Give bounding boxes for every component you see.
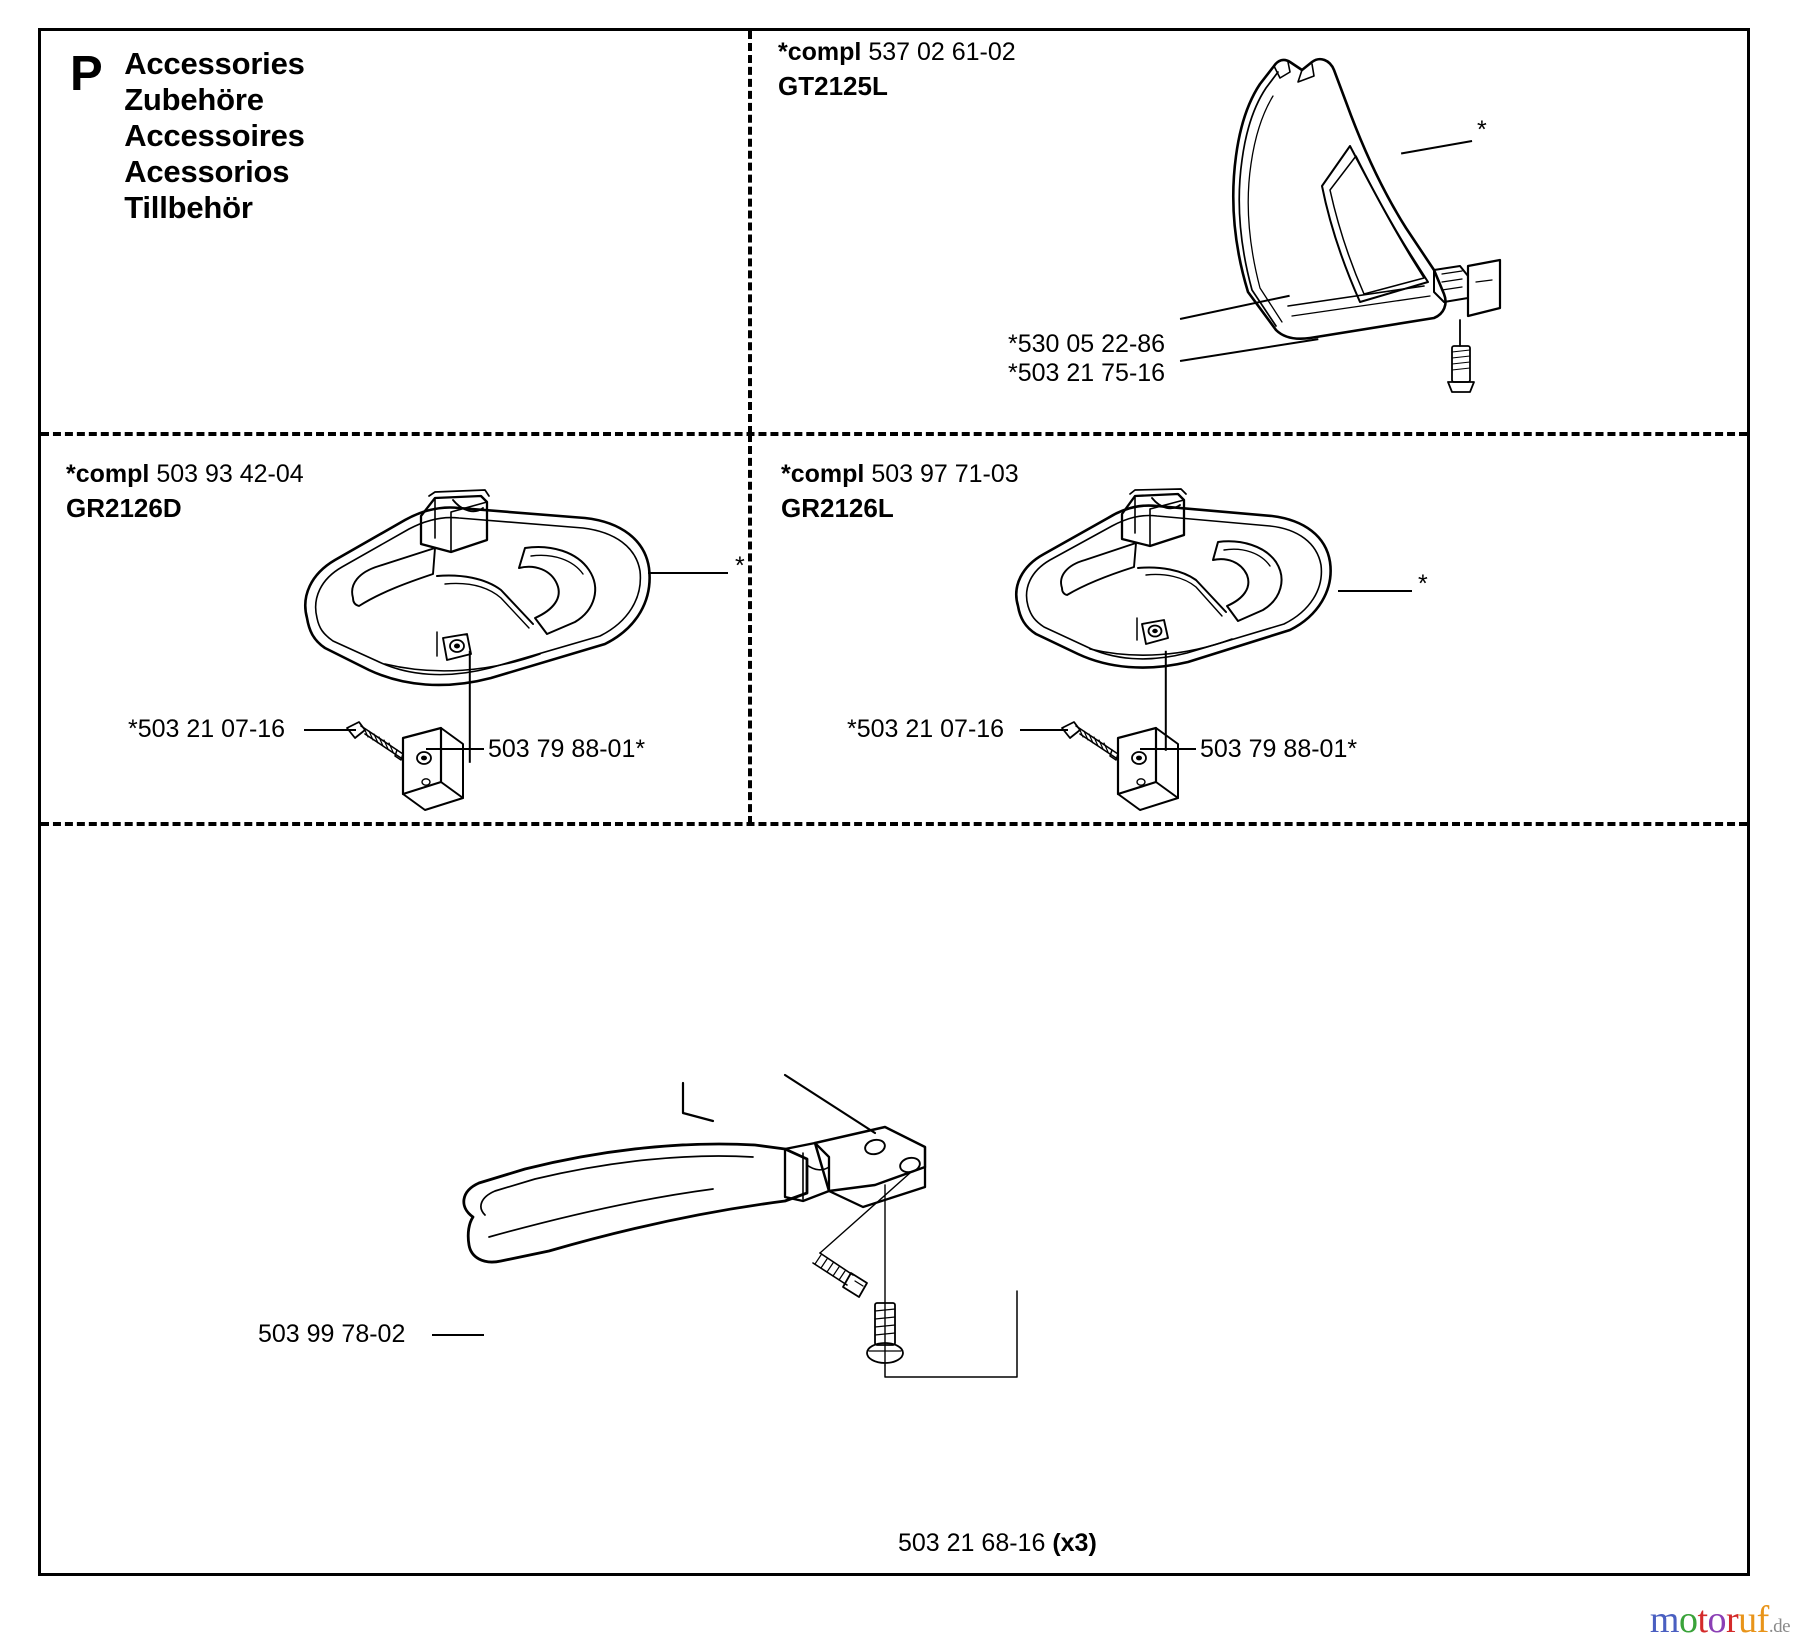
watermark-letter-4: r	[1726, 1599, 1739, 1641]
mid-left-compl-label: *compl 503 93 42-04	[66, 458, 304, 490]
mid-right-callout-1-leader	[1140, 748, 1196, 750]
watermark-letter-6: f	[1756, 1599, 1770, 1641]
top-right-model: GT2125L	[778, 71, 888, 101]
mid-right-model: GR2126L	[781, 493, 894, 523]
title-sv: Tillbehör	[124, 190, 253, 226]
title-fr: Accessoires	[124, 118, 305, 154]
title-pt: Acessorios	[124, 154, 290, 190]
top-right-compl-label: *compl 537 02 61-02	[778, 36, 1016, 68]
divider-bottom-horizontal	[41, 822, 1747, 826]
mid-left-assembly-drop-line	[469, 650, 471, 763]
mid-right-assembly-drop-line	[1165, 650, 1167, 751]
watermark-letter-3: o	[1707, 1599, 1727, 1641]
bottom-screw-callout: 503 21 68-16 (x3)	[898, 1527, 1097, 1559]
mid-right-callout-0: *503 21 07-16	[847, 715, 1005, 743]
top-right-guard-star-marker: *	[1477, 116, 1487, 144]
top-right-callout-0: *530 05 22-86	[1008, 330, 1166, 358]
title-en: Accessories	[124, 46, 305, 81]
divider-mid-vertical	[748, 434, 752, 824]
compl-keyword: *compl	[781, 460, 865, 488]
page-title: Accessories Zubehöre Accessoires Acessor…	[124, 46, 305, 227]
section-letter: P	[70, 47, 103, 101]
watermark-letter-5: u	[1738, 1599, 1757, 1641]
mid-right-callout-1: 503 79 88-01*	[1200, 735, 1358, 763]
mid-left-callout-0: *503 21 07-16	[128, 715, 286, 743]
mid-left-callout-0-leader	[304, 729, 356, 731]
watermark-logo: motoruf.de	[1649, 1599, 1791, 1641]
top-right-callout-1: *503 21 75-16	[1008, 359, 1166, 387]
mid-left-model: GR2126D	[66, 493, 182, 523]
mid-right-compl-label: *compl 503 97 71-03	[781, 458, 1019, 490]
compl-keyword: *compl	[66, 460, 150, 488]
divider-top-horizontal	[41, 432, 1747, 436]
page-title-block: P Accessories Zubehöre Accessoires Acess…	[70, 46, 305, 227]
bottom-callout-0-leader	[432, 1334, 484, 1336]
watermark-letter-0: m	[1649, 1599, 1680, 1641]
mid-left-callout-1: 503 79 88-01*	[488, 735, 646, 763]
mid-left-guard-star-marker: *	[735, 552, 745, 580]
screw-quantity: (x3)	[1052, 1529, 1097, 1557]
mid-left-callout-1-leader	[426, 748, 484, 750]
mid-left-guard-star-leader	[648, 572, 728, 574]
compl-part-number: 537 02 61-02	[868, 38, 1016, 66]
watermark-letter-2: t	[1697, 1599, 1708, 1641]
watermark-suffix: .de	[1768, 1616, 1791, 1637]
title-de: Zubehöre	[124, 82, 264, 118]
compl-part-number: 503 93 42-04	[156, 460, 304, 488]
compl-part-number: 503 97 71-03	[871, 460, 1019, 488]
divider-top-vertical	[748, 31, 752, 434]
mid-right-callout-0-leader	[1020, 729, 1068, 731]
bottom-callout-0: 503 99 78-02	[258, 1320, 406, 1348]
compl-keyword: *compl	[778, 38, 862, 66]
mid-right-guard-star-marker: *	[1418, 570, 1428, 598]
mid-right-guard-star-leader	[1338, 590, 1412, 592]
page-border	[38, 28, 1750, 1576]
watermark-letter-1: o	[1678, 1599, 1698, 1641]
screw-part-number: 503 21 68-16	[898, 1529, 1046, 1557]
